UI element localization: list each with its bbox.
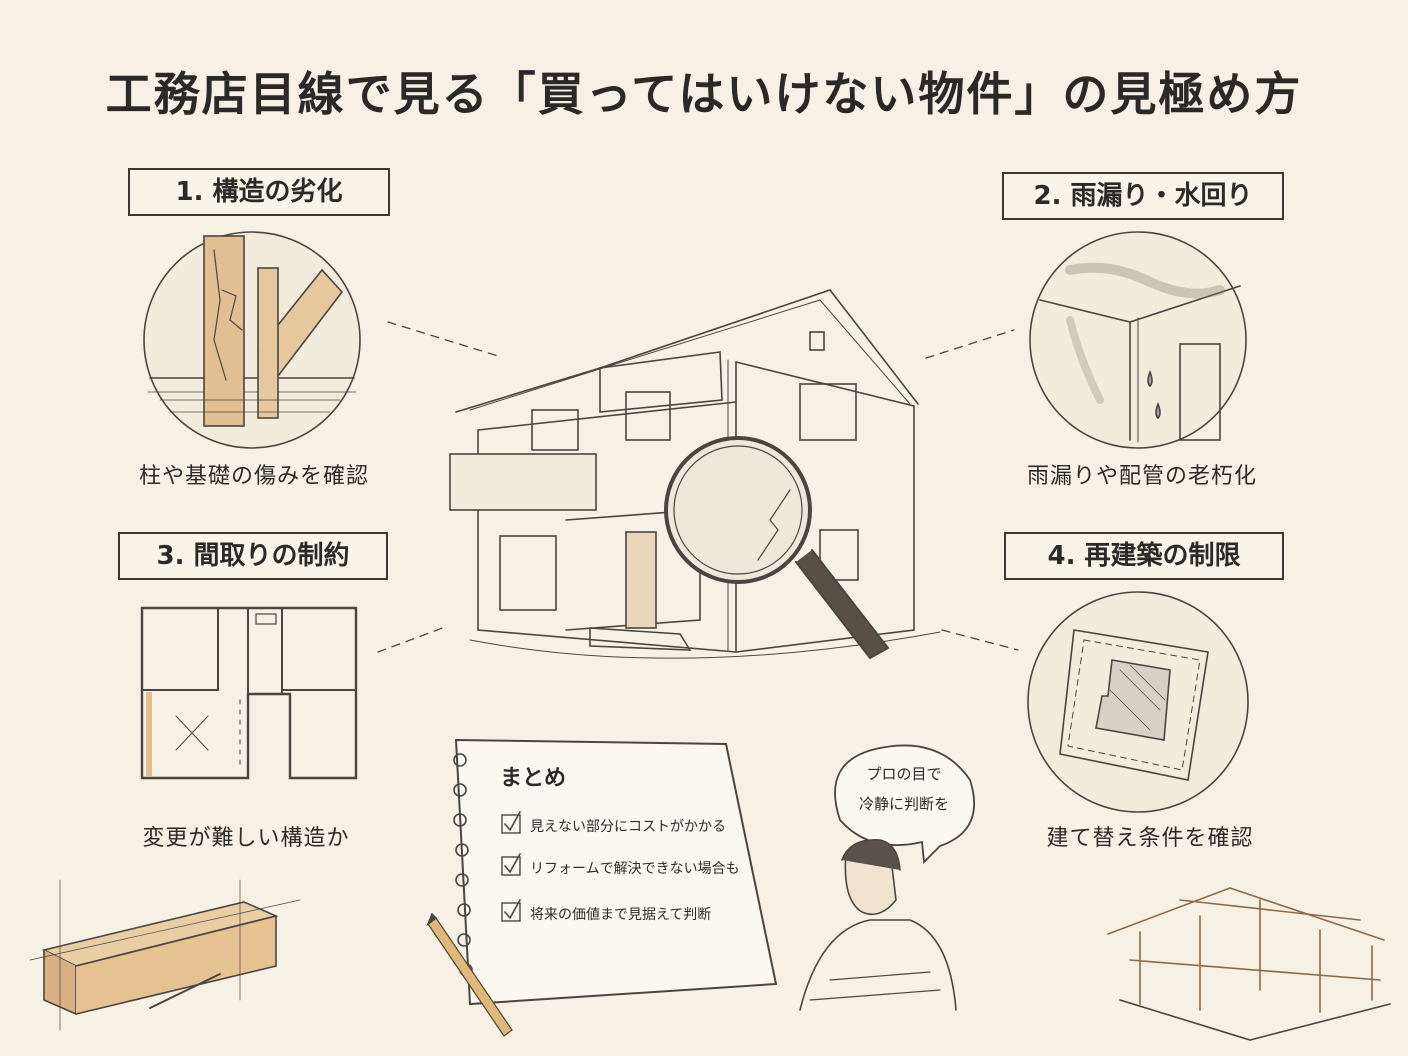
section-label-leak: 2. 雨漏り・水回り	[1002, 172, 1284, 220]
floor-plan-illustration	[140, 606, 358, 780]
summary-title: まとめ	[500, 766, 567, 791]
structure-damage-illustration	[143, 231, 361, 449]
wooden-frame-illustration	[1107, 887, 1391, 1041]
person-illustration	[799, 839, 957, 1011]
summary-item: リフォームで解決できない場合も	[530, 861, 740, 877]
speech-bubble	[834, 744, 975, 864]
section-label-structure: 1. 構造の劣化	[128, 168, 390, 216]
site-plan-illustration	[1027, 591, 1249, 813]
lumber-illustration	[29, 879, 301, 1031]
section-label-layout: 3. 間取りの制約	[118, 532, 388, 580]
section-label-rebuild: 4. 再建築の制限	[1004, 532, 1284, 580]
caption-leak: 雨漏りや配管の老朽化	[1026, 464, 1257, 489]
caption-structure: 柱や基礎の傷みを確認	[138, 464, 369, 489]
leak-illustration	[1029, 231, 1247, 449]
bubble-text-line1: プロの目で	[866, 765, 942, 783]
bubble-text-line2: 冷静に判断を	[858, 795, 949, 813]
summary-item: 見えない部分にコストがかかる	[530, 819, 726, 835]
caption-layout: 変更が難しい構造か	[142, 826, 350, 851]
caption-rebuild: 建て替え条件を確認	[1046, 826, 1254, 851]
page-title: 工務店目線で見る「買ってはいけない物件」の見極め方	[105, 67, 1303, 121]
connector-lines	[377, 321, 1019, 653]
summary-item: 将来の価値まで見据えて判断	[530, 907, 712, 923]
house-illustration	[449, 289, 941, 659]
pencil-icon	[426, 912, 513, 1037]
magnifying-glass-icon	[664, 436, 890, 660]
